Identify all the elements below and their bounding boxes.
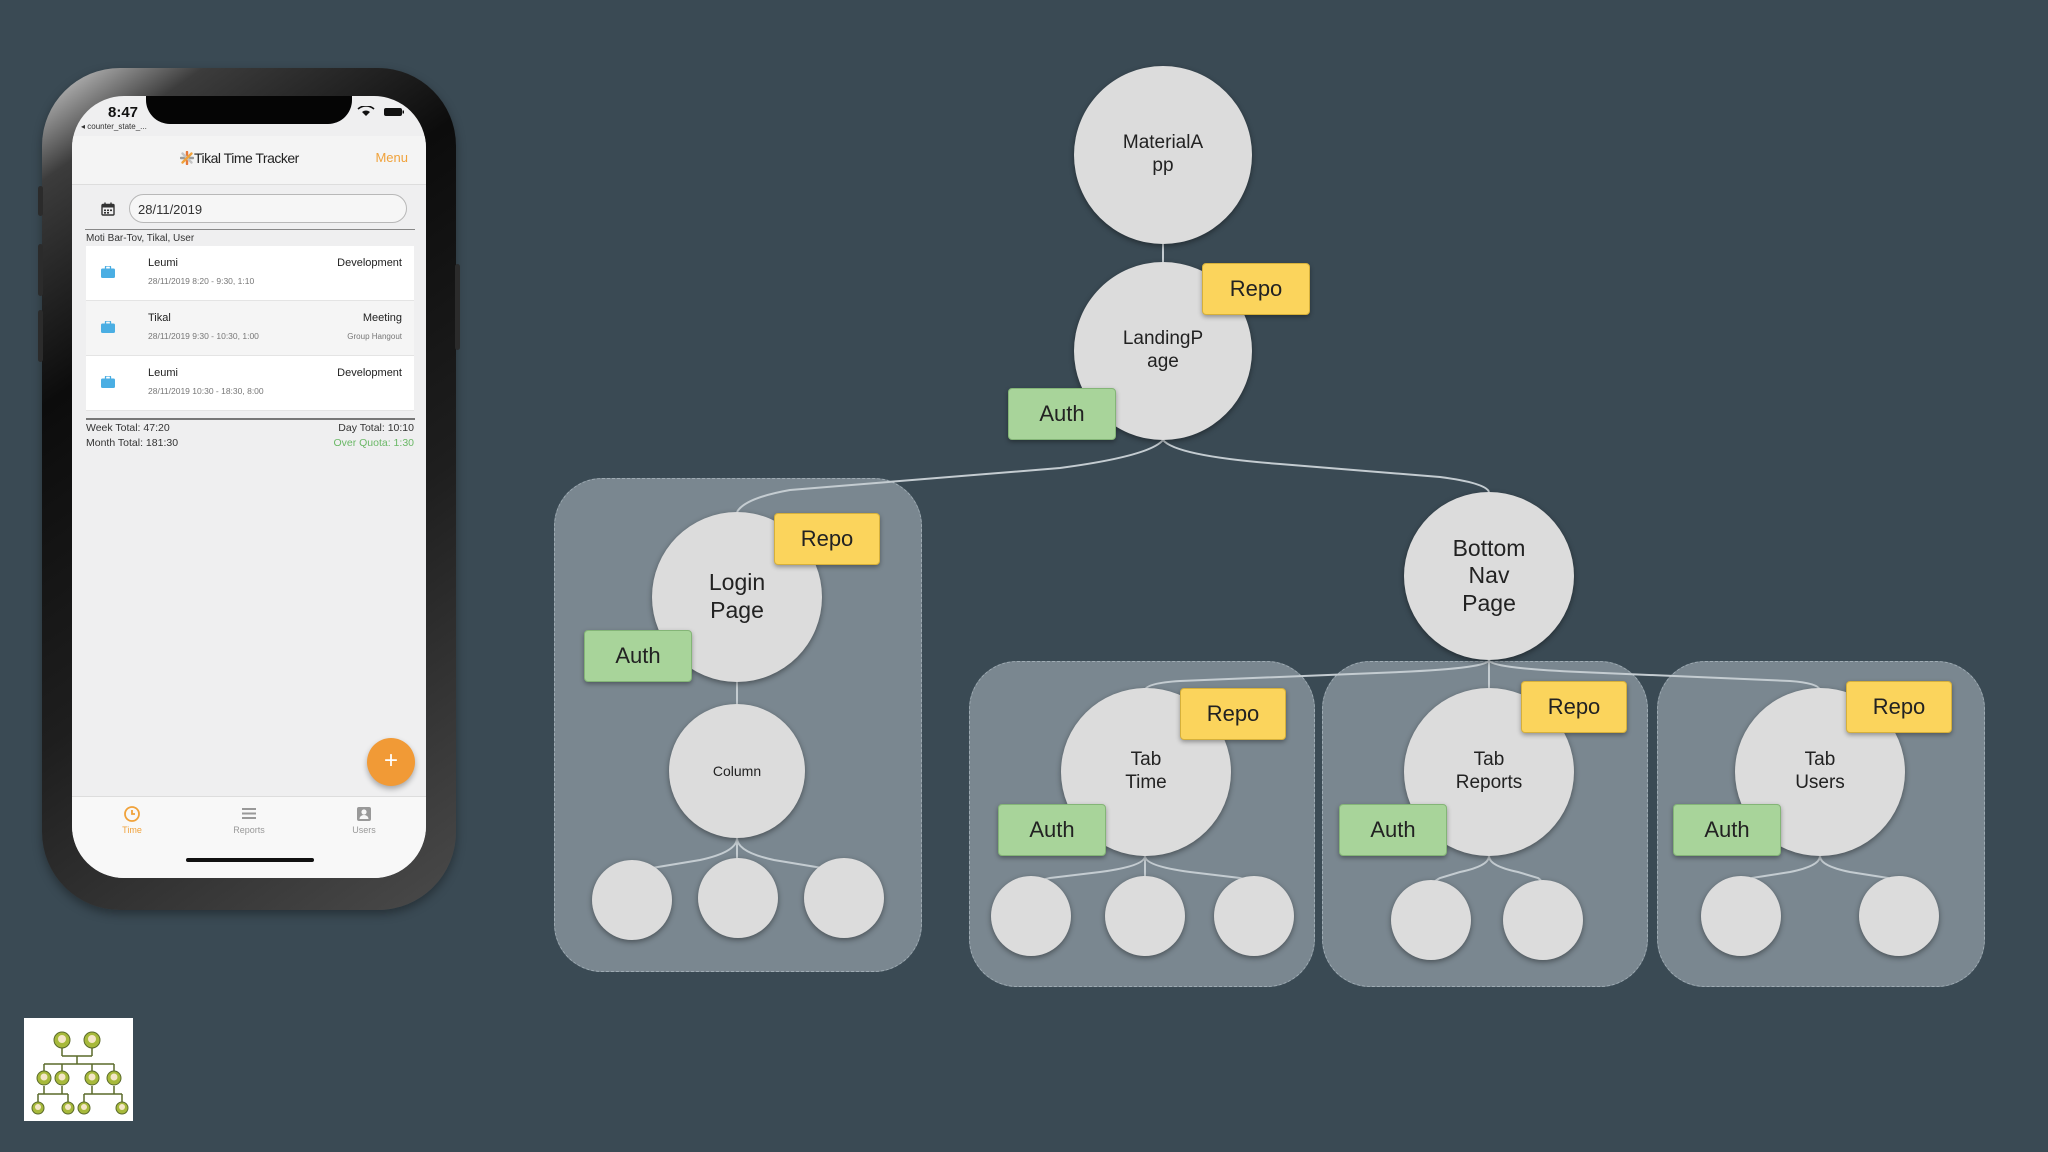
node-leaf[interactable] xyxy=(804,858,884,938)
month-total: Month Total: 181:30 xyxy=(86,437,179,449)
node-label-line: Column xyxy=(712,762,762,779)
repo-tag[interactable]: Repo xyxy=(1180,688,1286,740)
repo-tag[interactable]: Repo xyxy=(1202,263,1310,315)
tab-reports[interactable]: Reports xyxy=(209,805,289,835)
list-icon xyxy=(242,808,256,819)
over-quota: Over Quota: 1:30 xyxy=(333,437,414,449)
node-label-line: Tab xyxy=(1130,749,1162,771)
phone-notch xyxy=(146,96,352,124)
node-leaf[interactable] xyxy=(1701,876,1781,956)
entry-client: Leumi xyxy=(148,367,178,379)
phone-side-button xyxy=(455,264,460,350)
node-column[interactable]: Column xyxy=(669,704,805,838)
time-entry[interactable]: Leumi 28/11/2019 10:30 - 18:30, 8:00 Dev… xyxy=(86,356,414,411)
phone-side-button xyxy=(38,186,43,216)
auth-tag[interactable]: Auth xyxy=(1339,804,1447,856)
node-label-line: Reports xyxy=(1455,772,1523,793)
tab-users[interactable]: Users xyxy=(324,805,404,835)
calendar-icon[interactable] xyxy=(101,202,115,216)
repo-tag[interactable]: Repo xyxy=(1846,681,1952,733)
node-leaf[interactable] xyxy=(1503,880,1583,960)
contacts-icon xyxy=(357,807,371,821)
node-label-line: Page xyxy=(1462,589,1516,616)
node-label-line: Login xyxy=(708,569,766,596)
app-header: Tikal Time Tracker Menu xyxy=(72,136,426,185)
repo-tag[interactable]: Repo xyxy=(1521,681,1627,733)
node-label-line: Time xyxy=(1125,772,1167,793)
tab-time[interactable]: Time xyxy=(92,805,172,835)
date-row: 28/11/2019 xyxy=(72,186,426,230)
node-label-line: Page xyxy=(710,597,764,623)
auth-tag[interactable]: Auth xyxy=(1673,804,1781,856)
node-label-line: Tab xyxy=(1473,749,1505,771)
tikal-logo-icon xyxy=(180,151,194,165)
home-indicator xyxy=(186,858,314,862)
phone-side-button xyxy=(38,244,43,296)
node-label-line: Users xyxy=(1795,772,1845,793)
time-entry-list: Leumi 28/11/2019 8:20 - 9:30, 1:10 Devel… xyxy=(86,246,414,411)
node-leaf[interactable] xyxy=(1859,876,1939,956)
repo-tag[interactable]: Repo xyxy=(774,513,880,565)
tab-label: Users xyxy=(352,825,376,835)
phone-side-button xyxy=(38,310,43,362)
auth-tag[interactable]: Auth xyxy=(584,630,692,682)
phone-screen: 8:47 ◂ counter_state_... Tikal Time Trac… xyxy=(72,96,426,878)
entry-client: Leumi xyxy=(148,257,178,269)
node-leaf[interactable] xyxy=(991,876,1071,956)
status-time: 8:47 xyxy=(108,104,139,121)
node-label-line: pp xyxy=(1152,155,1174,176)
divider xyxy=(86,418,415,420)
entry-type: Meeting xyxy=(362,312,402,324)
time-entry[interactable]: Tikal 28/11/2019 9:30 - 10:30, 1:00 Meet… xyxy=(86,301,414,356)
node-label-line: Nav xyxy=(1468,562,1510,589)
briefcase-icon xyxy=(101,321,115,333)
node-label-line: MaterialA xyxy=(1122,132,1204,154)
tab-label: Reports xyxy=(233,825,265,835)
day-total: Day Total: 10:10 xyxy=(338,422,414,434)
divider xyxy=(85,229,415,230)
node-leaf[interactable] xyxy=(698,858,778,938)
node-label-line: Bottom xyxy=(1452,534,1526,561)
entry-type: Development xyxy=(337,257,402,269)
node-label-line: age xyxy=(1147,351,1179,372)
entry-note: Group Hangout xyxy=(347,332,402,341)
entry-client: Tikal xyxy=(148,312,171,324)
menu-button[interactable]: Menu xyxy=(375,150,408,165)
briefcase-icon xyxy=(101,266,115,278)
entry-type: Development xyxy=(337,367,402,379)
app-title: Tikal Time Tracker xyxy=(194,150,299,166)
node-leaf[interactable] xyxy=(592,860,672,940)
node-label-line: Tab xyxy=(1804,749,1836,771)
auth-tag[interactable]: Auth xyxy=(1008,388,1116,440)
status-icons xyxy=(357,106,404,116)
status-back-link[interactable]: ◂ counter_state_... xyxy=(81,122,147,131)
phone-mockup: 8:47 ◂ counter_state_... Tikal Time Trac… xyxy=(38,68,460,910)
node-label-line: LandingP xyxy=(1122,328,1204,350)
briefcase-icon xyxy=(101,376,115,388)
node-leaf[interactable] xyxy=(1214,876,1294,956)
entry-time: 28/11/2019 10:30 - 18:30, 8:00 xyxy=(148,386,264,396)
tab-label: Time xyxy=(122,825,142,835)
auth-tag[interactable]: Auth xyxy=(998,804,1106,856)
node-leaf[interactable] xyxy=(1105,876,1185,956)
entry-time: 28/11/2019 8:20 - 9:30, 1:10 xyxy=(148,276,255,286)
node-leaf[interactable] xyxy=(1391,880,1471,960)
family-tree-icon xyxy=(31,1031,129,1115)
tab-bar: Time Reports Users xyxy=(72,796,426,878)
date-field[interactable]: 28/11/2019 xyxy=(129,194,407,223)
add-entry-button[interactable]: + xyxy=(367,738,415,786)
entry-time: 28/11/2019 9:30 - 10:30, 1:00 xyxy=(148,331,259,341)
family-tree-thumbnail xyxy=(24,1018,133,1121)
clock-icon xyxy=(124,806,140,822)
week-total: Week Total: 47:20 xyxy=(86,422,170,434)
user-info: Moti Bar-Tov, Tikal, User xyxy=(86,233,195,244)
time-entry[interactable]: Leumi 28/11/2019 8:20 - 9:30, 1:10 Devel… xyxy=(86,246,414,301)
